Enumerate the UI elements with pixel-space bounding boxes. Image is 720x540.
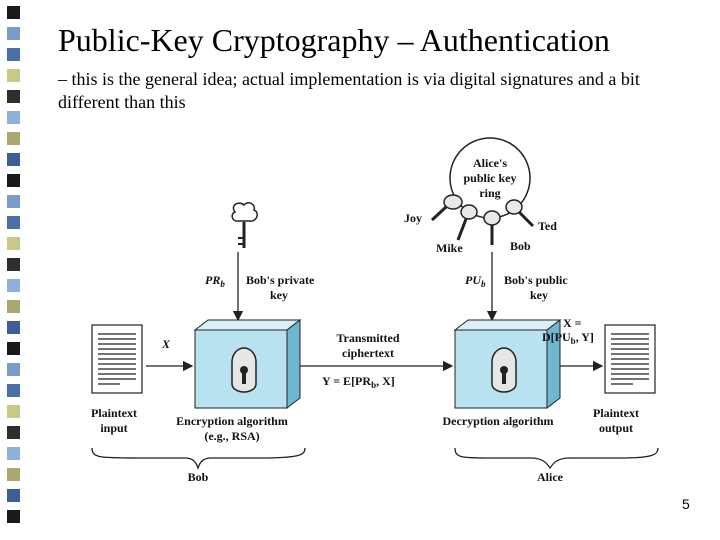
bob-public-key-icon [483, 210, 501, 245]
left-bar-square [7, 27, 20, 40]
left-bar-square [7, 132, 20, 145]
x-input-label: X [161, 337, 171, 351]
decryption-algorithm-label: Decryption algorithm [443, 414, 554, 428]
encryption-box [193, 318, 302, 410]
transmitted-line2: ciphertext [342, 346, 394, 360]
plaintext-input-line2: input [100, 421, 127, 435]
plaintext-output-line2: output [599, 421, 633, 435]
left-bar-square [7, 405, 20, 418]
bob-public-key-line2: key [530, 288, 548, 302]
joy-key-icon [430, 194, 463, 222]
left-bar-square [7, 279, 20, 292]
left-bar-square [7, 90, 20, 103]
decryption-lock-icon [491, 347, 517, 393]
bob-public-key-line1: Bob's public [504, 273, 568, 287]
alice-label: Alice [537, 470, 564, 484]
left-bar-square [7, 153, 20, 166]
ted-key-icon [505, 199, 535, 228]
left-bar-square [7, 195, 20, 208]
left-bar-square [7, 174, 20, 187]
left-decoration-bar [0, 0, 26, 540]
left-bar-square [7, 69, 20, 82]
plaintext-output-document [604, 324, 656, 394]
x-output-line2: D[PUb, Y] [542, 330, 594, 346]
left-bar-square [7, 426, 20, 439]
left-bar-square [7, 48, 20, 61]
bob-private-key-line2: key [270, 288, 288, 302]
key-ring-label-line3: ring [479, 186, 500, 200]
x-output-line1: X = [563, 316, 582, 330]
encryption-algorithm-line2: (e.g., RSA) [204, 429, 259, 443]
left-bar-square [7, 447, 20, 460]
left-bar-square [7, 468, 20, 481]
left-bar-square [7, 384, 20, 397]
left-bar-square [7, 216, 20, 229]
slide-title: Public-Key Cryptography – Authentication [58, 22, 610, 58]
transmitted-line1: Transmitted [336, 331, 399, 345]
left-bar-square [7, 342, 20, 355]
left-bar-square [7, 321, 20, 334]
bob-private-key-line1: Bob's private [246, 273, 315, 287]
page-number: 5 [682, 496, 690, 512]
left-bar-square [7, 258, 20, 271]
left-bar-square [7, 237, 20, 250]
encryption-lock-icon [231, 347, 257, 393]
plaintext-input-line1: Plaintext [91, 406, 137, 420]
slide-subtitle: – this is the general idea; actual imple… [58, 69, 640, 112]
y-formula: Y = E[PRb, X] [322, 374, 395, 390]
plaintext-output-line1: Plaintext [593, 406, 639, 420]
key-ring-label-line1: Alice's [473, 156, 507, 170]
bob-label: Bob [188, 470, 209, 484]
left-bar-square [7, 510, 20, 523]
key-ring-label-line2: public key [463, 171, 516, 185]
mike-key-icon [456, 204, 478, 241]
left-bar-square [7, 363, 20, 376]
plaintext-input-document [91, 324, 143, 394]
public-key-ring: Alice's public key ring [449, 137, 531, 219]
pub-label: PUb [465, 273, 486, 289]
left-bar-square [7, 489, 20, 502]
left-bar-square [7, 300, 20, 313]
prb-label: PRb [205, 273, 225, 289]
private-key-icon [231, 202, 258, 248]
ted-label: Ted [538, 219, 557, 233]
mike-label: Mike [436, 241, 463, 255]
joy-label: Joy [404, 211, 422, 225]
encryption-algorithm-line1: Encryption algorithm [176, 414, 288, 428]
bob-brace [91, 447, 306, 471]
alice-brace [454, 447, 659, 470]
bob-key-label: Bob [510, 239, 531, 253]
left-bar-square [7, 6, 20, 19]
left-bar-square [7, 111, 20, 124]
